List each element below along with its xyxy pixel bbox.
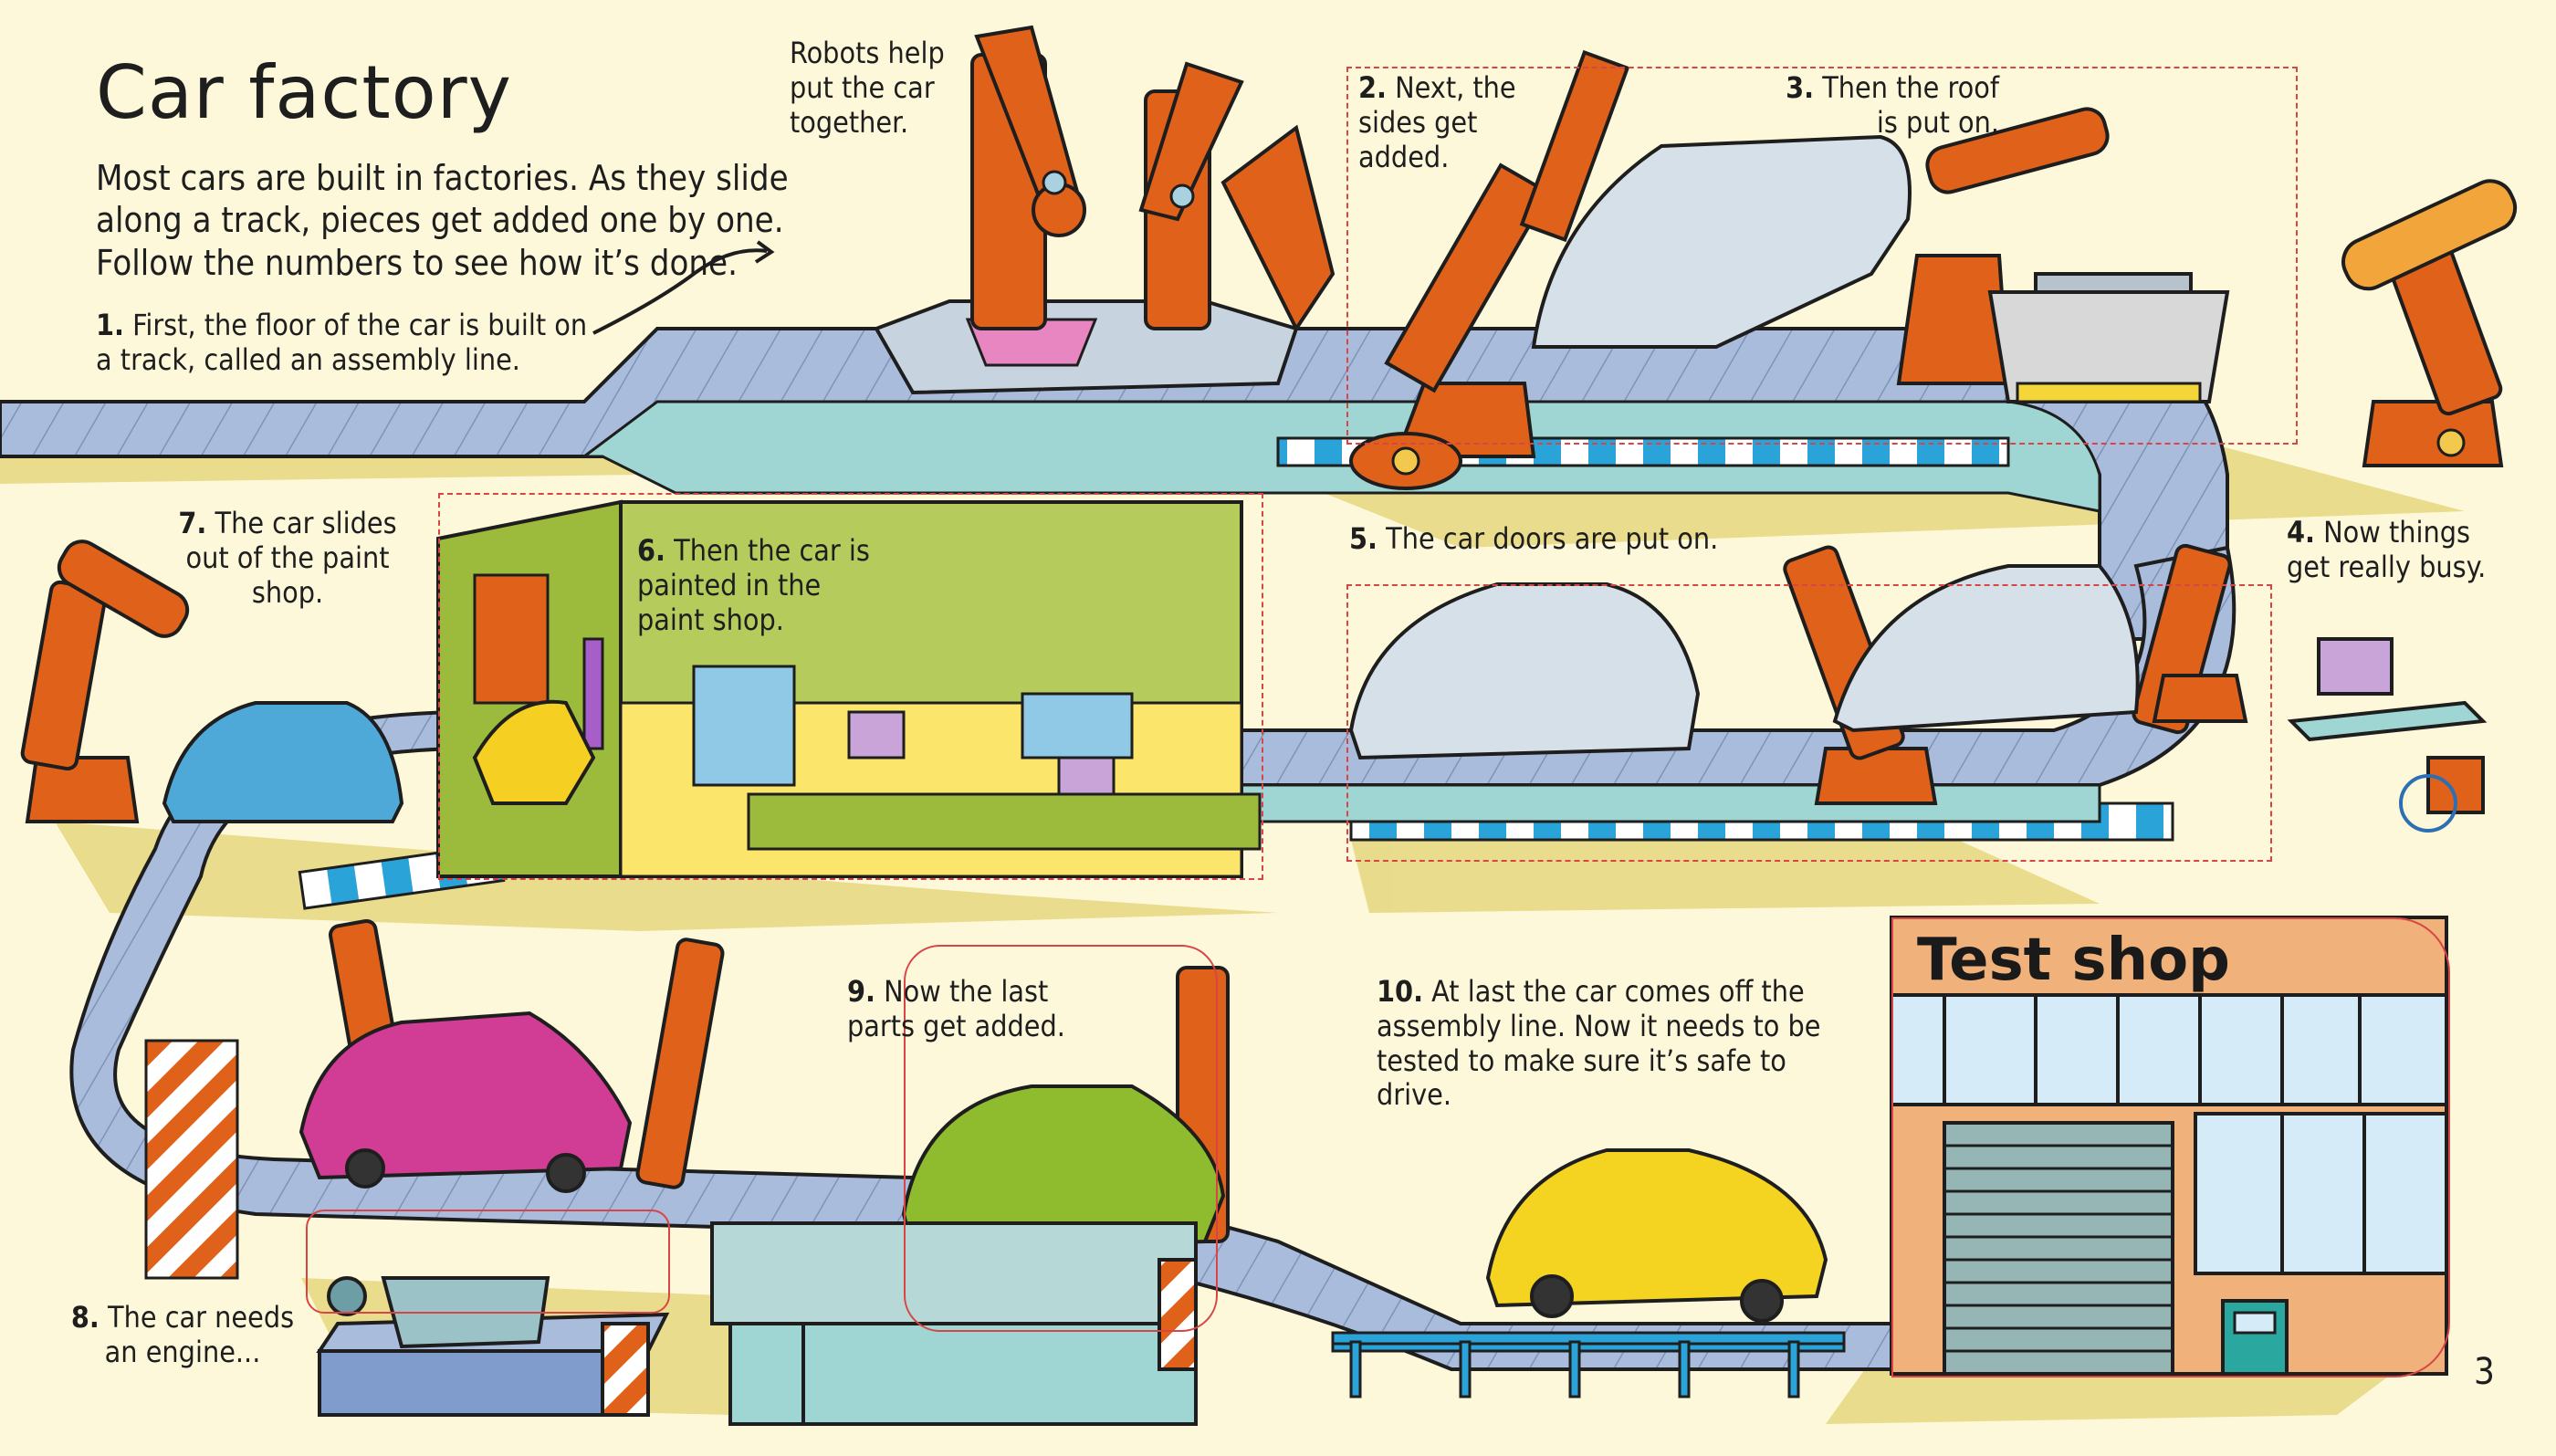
step-text: Then the roof is put on.	[1822, 70, 1999, 140]
blue-car	[162, 701, 404, 823]
step-1-caption: 1. First, the floor of the car is built …	[96, 308, 607, 378]
step-6-caption: 6. Then the car is painted in the paint …	[637, 533, 875, 637]
step-4-caption: 4. Now things get really busy.	[2287, 515, 2515, 585]
step-10-caption: 10. At last the car comes off the assemb…	[1377, 974, 1833, 1113]
step-text: Next, the sides get added.	[1358, 70, 1516, 174]
step-text: The car needs an engine...	[104, 1300, 295, 1369]
intro-paragraph: Most cars are built in factories. As the…	[96, 158, 789, 283]
pink-car	[299, 1011, 633, 1180]
step-number: 7.	[178, 506, 207, 540]
page-title: Car factory	[96, 50, 512, 135]
shutter-slats	[1944, 1144, 2173, 1353]
paint-shop-building	[436, 499, 1262, 878]
step-number: 1.	[96, 308, 124, 342]
step-number: 10.	[1377, 974, 1423, 1009]
step-text: Then the car is painted in the paint sho…	[637, 533, 870, 637]
step-text: At last the car comes off the assembly l…	[1377, 974, 1821, 1113]
step-text: The car doors are put on.	[1386, 521, 1719, 556]
green-car	[901, 1084, 1226, 1253]
engine-cart	[316, 1276, 670, 1417]
yellow-finished-car	[1485, 1148, 1828, 1308]
test-rails	[1331, 1331, 1846, 1398]
page-number: 3	[2474, 1351, 2495, 1393]
step-number: 4.	[2287, 515, 2315, 550]
step-7-caption: 7. The car slides out of the paint shop.	[178, 506, 397, 610]
control-desk	[2287, 637, 2488, 833]
step-text: The car slides out of the paint shop.	[185, 506, 397, 610]
roof-stack-base	[2016, 382, 2202, 403]
step-text: First, the floor of the car is built on …	[96, 308, 588, 377]
yellow-car-painting	[472, 699, 596, 805]
step-number: 5.	[1349, 521, 1378, 556]
test-shop-sign: Test shop	[1917, 927, 2230, 994]
step-number: 6.	[637, 533, 665, 568]
step-number: 3.	[1786, 70, 1815, 105]
cars	[162, 699, 1828, 1323]
assembly-platform	[710, 1221, 1198, 1426]
step-text: Now the last parts get added.	[847, 974, 1065, 1043]
step-3-caption: 3. Then the roof is put on.	[1780, 70, 1999, 141]
step-number: 2.	[1358, 70, 1387, 105]
robot-joints	[1042, 170, 2466, 476]
step-8-caption: 8. The car needs an engine...	[68, 1300, 297, 1370]
step-number: 8.	[70, 1300, 100, 1335]
step-text: Now things get really busy.	[2287, 515, 2487, 584]
step-5-caption: 5. The car doors are put on.	[1349, 521, 1787, 557]
step-2-caption: 2. Next, the sides get added.	[1358, 70, 1532, 174]
arrow-to-track	[592, 248, 768, 335]
car-floor-pan	[874, 299, 1299, 395]
test-shop-building	[1890, 916, 2448, 1376]
step-9-caption: 9. Now the last parts get added.	[847, 974, 1075, 1044]
robots-caption: Robots help put the car together.	[790, 36, 945, 140]
step-number: 9.	[847, 974, 875, 1009]
